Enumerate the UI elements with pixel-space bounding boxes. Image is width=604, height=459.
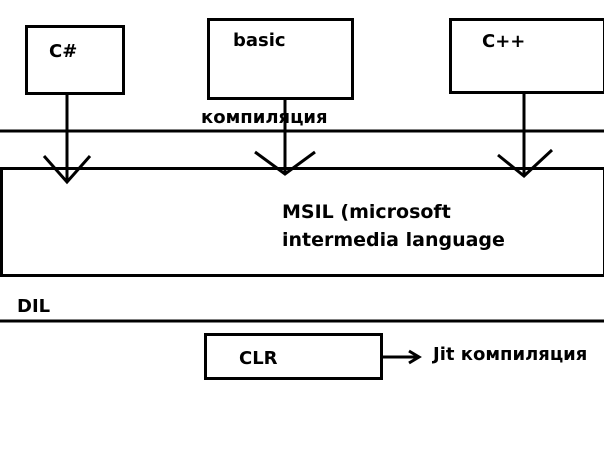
arrow-csharp-to-msil [42, 93, 92, 185]
arrow-clr-to-jit [383, 349, 422, 365]
msil-label-line1: MSIL (microsoft [282, 201, 451, 223]
jit-label: Jit компиляция [433, 344, 588, 365]
cpp-label: C++ [482, 31, 526, 52]
basic-label: basic [233, 30, 286, 51]
basic-box [207, 18, 354, 100]
cpp-box [449, 18, 604, 94]
msil-box [0, 167, 604, 277]
arrow-basic-to-msil [254, 100, 316, 176]
compile-label: компиляция [201, 107, 328, 128]
arrow-cpp-to-msil [497, 93, 554, 178]
clr-label: CLR [239, 348, 278, 369]
csharp-box [25, 25, 125, 95]
msil-label-line2: intermedia language [282, 229, 505, 251]
clr-box [204, 333, 383, 380]
dil-label: DIL [17, 296, 51, 317]
csharp-label: C# [49, 41, 78, 62]
